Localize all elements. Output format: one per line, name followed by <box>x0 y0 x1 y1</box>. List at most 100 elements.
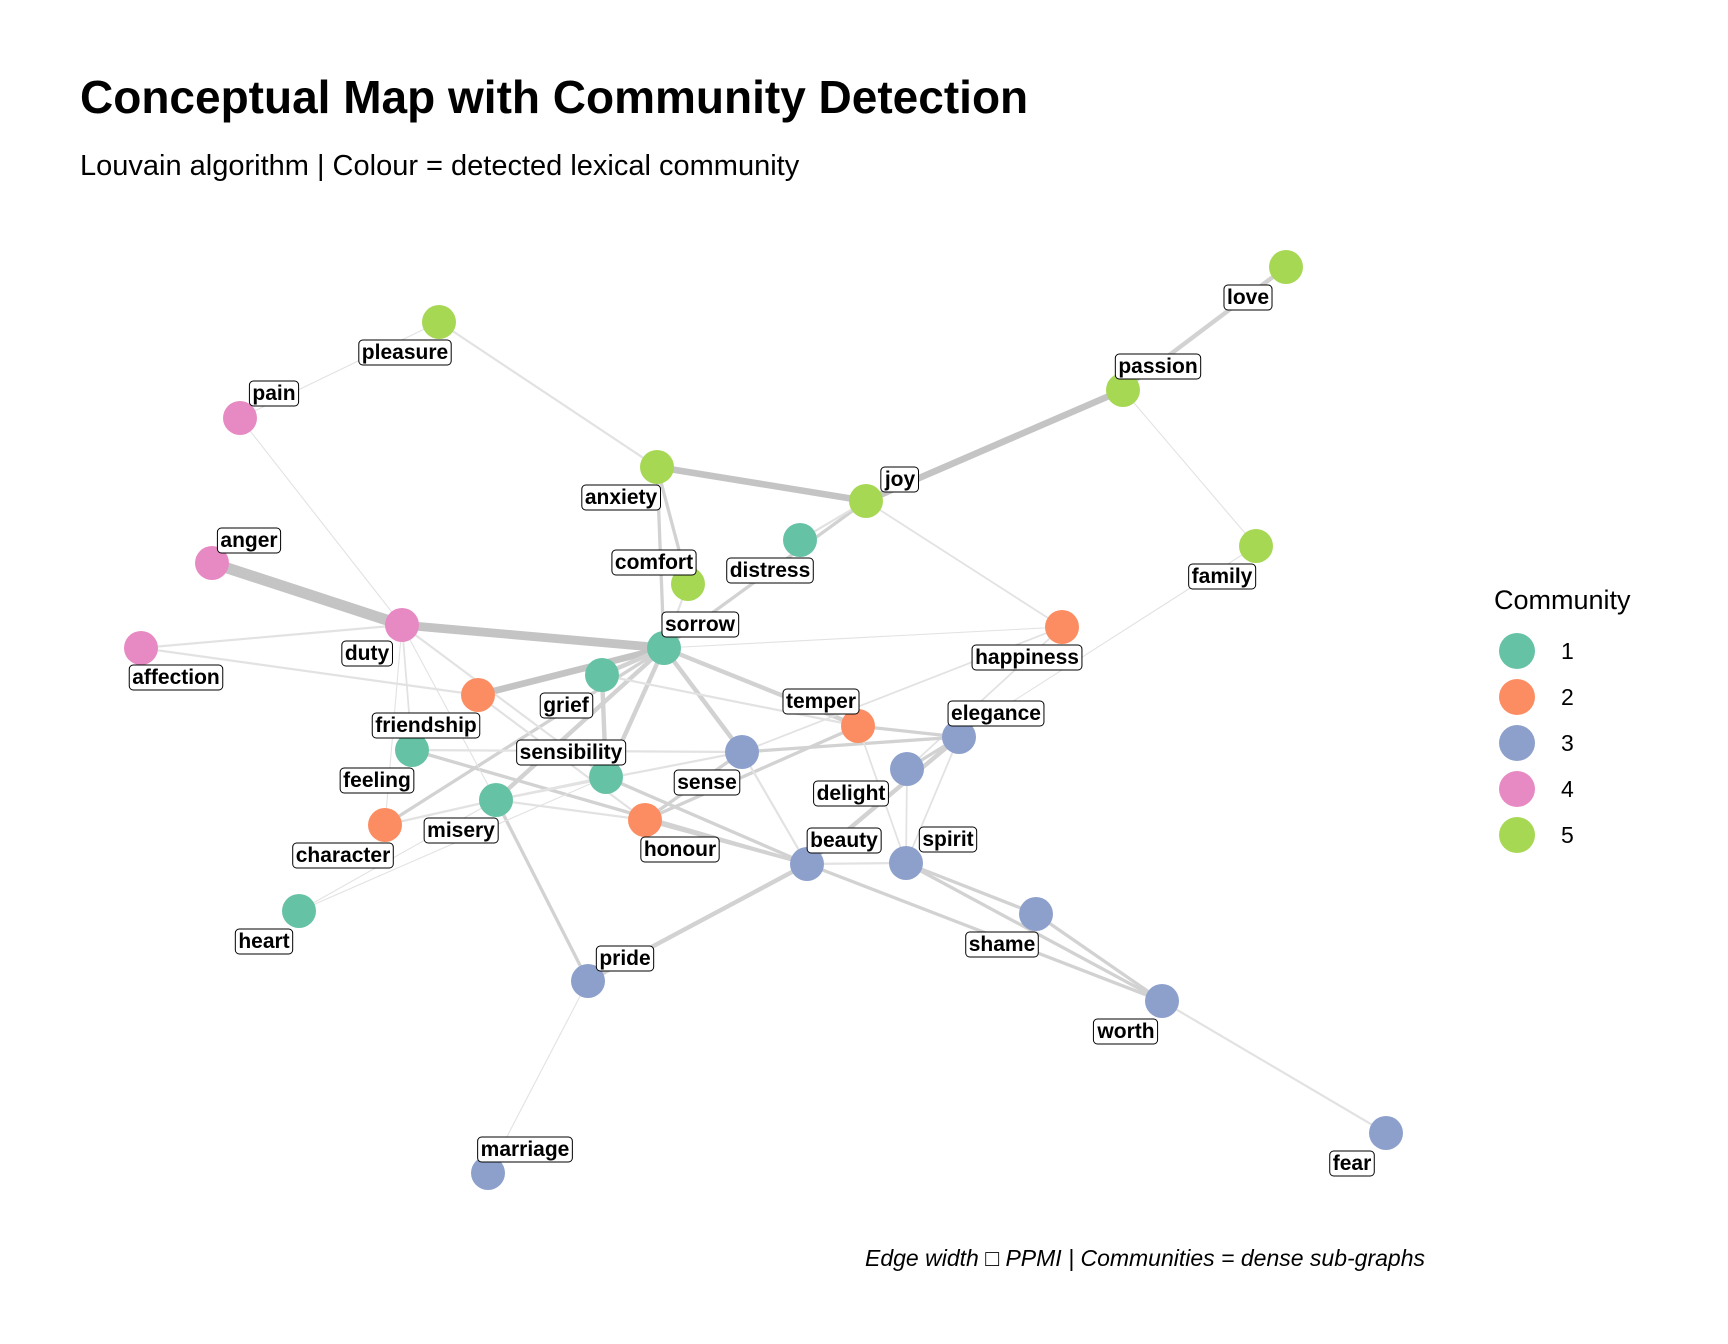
node-label-text: misery <box>427 819 495 842</box>
node-love[interactable] <box>1269 250 1303 284</box>
legend-item-5: 5 <box>1494 812 1631 858</box>
node-label-box <box>806 827 882 854</box>
chart-title: Conceptual Map with Community Detection <box>80 71 1029 123</box>
node-label-pride: pride <box>595 945 655 972</box>
node-label-box <box>358 339 452 366</box>
node-label-text: joy <box>884 468 916 491</box>
legend-item-4: 4 <box>1494 766 1631 812</box>
node-label-box <box>673 769 741 796</box>
node-spirit[interactable] <box>889 846 923 880</box>
node-label-text: passion <box>1118 355 1197 378</box>
node-label-anxiety: anxiety <box>581 484 662 511</box>
node-label-text: family <box>1192 565 1253 588</box>
node-sense[interactable] <box>725 735 759 769</box>
node-label-shame: shame <box>965 931 1039 958</box>
node-family[interactable] <box>1239 529 1273 563</box>
edge-shame-worth <box>1034 912 1164 1003</box>
chart-subtitle: Louvain algorithm | Colour = detected le… <box>80 150 800 182</box>
node-label-love: love <box>1223 284 1273 311</box>
node-affection[interactable] <box>124 631 158 665</box>
edge-passion-family <box>1122 389 1257 547</box>
legend-swatch <box>1499 817 1535 853</box>
node-friendship[interactable] <box>461 678 495 712</box>
node-label-text: spirit <box>922 828 973 851</box>
node-honour[interactable] <box>628 803 662 837</box>
node-label-beauty: beauty <box>806 827 882 854</box>
node-pride[interactable] <box>571 964 605 998</box>
node-label-pain: pain <box>248 380 300 407</box>
node-anger[interactable] <box>195 546 229 580</box>
edge-sense-beauty <box>740 750 809 866</box>
node-duty[interactable] <box>385 608 419 642</box>
node-label-text: sorrow <box>665 613 736 636</box>
node-grief[interactable] <box>585 658 619 692</box>
node-label-anger: anger <box>216 527 282 554</box>
node-label-text: grief <box>543 694 590 717</box>
edge-joy-happiness <box>865 500 1063 628</box>
node-fear[interactable] <box>1369 1116 1403 1150</box>
node-sorrow[interactable] <box>647 631 681 665</box>
node-label-affection: affection <box>128 664 224 691</box>
node-label-pleasure: pleasure <box>358 339 452 366</box>
node-label-text: sensibility <box>520 741 623 764</box>
node-label-sensibility: sensibility <box>516 739 627 766</box>
node-feeling[interactable] <box>395 733 429 767</box>
node-label-box <box>128 664 224 691</box>
node-label-character: character <box>292 842 394 869</box>
node-heart[interactable] <box>282 894 316 928</box>
node-label-box <box>216 527 282 554</box>
legend-item-2: 2 <box>1494 674 1631 720</box>
node-label-text: duty <box>345 642 390 665</box>
edge-duty-sorrow <box>397 620 669 653</box>
node-temper[interactable] <box>841 709 875 743</box>
node-label-text: anger <box>220 529 277 552</box>
node-label-box <box>880 466 919 493</box>
node-shame[interactable] <box>1019 897 1053 931</box>
node-label-marriage: marriage <box>477 1136 573 1163</box>
node-happiness[interactable] <box>1045 610 1079 644</box>
node-label-box <box>640 836 720 863</box>
edge-heart-sensibility <box>298 776 607 912</box>
node-label-box <box>1329 1150 1375 1177</box>
node-label-text: friendship <box>375 714 477 737</box>
node-delight[interactable] <box>890 752 924 786</box>
node-character[interactable] <box>368 808 402 842</box>
node-worth[interactable] <box>1145 984 1179 1018</box>
node-label-text: heart <box>238 930 289 953</box>
node-sensibility[interactable] <box>589 760 623 794</box>
node-label-fear: fear <box>1329 1150 1375 1177</box>
edge-feeling-beauty <box>410 748 809 866</box>
edge-layer <box>139 264 1388 1174</box>
node-label-text: distress <box>730 559 811 582</box>
node-marriage[interactable] <box>471 1156 505 1190</box>
node-distress[interactable] <box>783 523 817 557</box>
node-label-text: honour <box>644 838 716 861</box>
legend-swatch <box>1499 633 1535 669</box>
node-pleasure[interactable] <box>422 305 456 339</box>
edge-grief-temper <box>600 673 860 728</box>
node-label-box <box>339 767 415 794</box>
node-passion[interactable] <box>1106 373 1140 407</box>
node-anxiety[interactable] <box>640 450 674 484</box>
node-pain[interactable] <box>223 401 257 435</box>
node-label-honour: honour <box>640 836 720 863</box>
node-label-box <box>371 712 481 739</box>
node-label-sorrow: sorrow <box>661 611 740 638</box>
node-label-text: comfort <box>615 551 693 574</box>
node-joy[interactable] <box>849 484 883 518</box>
node-label-text: sense <box>677 771 737 794</box>
node-label-box <box>971 644 1083 671</box>
node-elegance[interactable] <box>942 720 976 754</box>
node-label-passion: passion <box>1114 353 1202 380</box>
node-beauty[interactable] <box>790 847 824 881</box>
node-label-box <box>965 931 1039 958</box>
edge-sorrow-happiness <box>663 626 1063 649</box>
node-label-heart: heart <box>234 928 294 955</box>
node-label-spirit: spirit <box>918 826 978 853</box>
node-label-grief: grief <box>539 692 594 719</box>
node-label-distress: distress <box>726 557 814 584</box>
node-misery[interactable] <box>479 783 513 817</box>
node-label-box <box>1114 353 1202 380</box>
edge-misery-sorrow <box>493 645 667 803</box>
node-label-box <box>661 611 740 638</box>
